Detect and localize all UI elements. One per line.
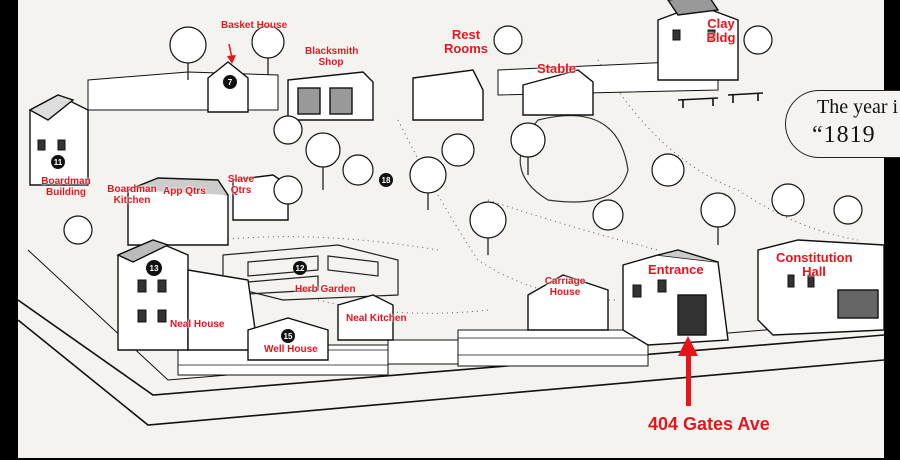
marker-text: 13	[150, 264, 159, 273]
label-herb-garden[interactable]: Herb Garden	[295, 284, 356, 295]
marker-boardman	[51, 155, 65, 169]
entrance-arrow-head	[678, 336, 698, 356]
marker-text: 11	[54, 158, 63, 167]
label-clay-bldg[interactable]: Clay Bldg	[706, 16, 736, 45]
map-drawing: 7 11 13 12 15 18	[18, 0, 884, 426]
gravel-paths	[217, 59, 859, 314]
year-banner	[785, 90, 900, 158]
buildings	[28, 0, 884, 361]
label-rest-rooms[interactable]: Rest Rooms	[443, 27, 489, 56]
marker-basket-house	[223, 75, 237, 89]
year-banner-line1: The year i	[817, 96, 899, 118]
year-banner-line2: “1819	[812, 122, 876, 148]
label-slave-qtrs[interactable]: Slave Qtrs	[227, 174, 255, 196]
trees	[63, 25, 863, 245]
street-curb-outer	[18, 319, 884, 426]
label-carriage-house[interactable]: Carriage House	[544, 276, 586, 298]
marker-text: 18	[382, 176, 391, 185]
marker-text: 15	[284, 332, 293, 341]
map-paper: 7 11 13 12 15 18	[18, 0, 884, 458]
marker-well-house	[281, 329, 295, 343]
label-well-house[interactable]: Well House	[264, 344, 318, 355]
label-address[interactable]: 404 Gates Ave	[648, 414, 770, 434]
label-neal-kitchen[interactable]: Neal Kitchen	[346, 313, 407, 324]
marker-text: 12	[296, 264, 305, 273]
label-boardman-building[interactable]: Boardman Building	[41, 176, 91, 198]
marker-herb-garden	[293, 261, 307, 275]
marker-slave-qtrs	[379, 173, 393, 187]
label-stable[interactable]: Stable	[537, 61, 577, 76]
marker-neal-house	[146, 260, 162, 276]
marker-text: 7	[228, 78, 233, 87]
label-entrance[interactable]: Entrance	[648, 262, 704, 277]
label-basket-house[interactable]: Basket House	[221, 20, 288, 31]
label-app-qtrs[interactable]: App Qtrs	[163, 186, 206, 197]
entrance-arrow-shaft	[686, 354, 691, 406]
label-boardman-kitchen[interactable]: Boardman Kitchen	[107, 184, 157, 206]
label-blacksmith-shop[interactable]: Blacksmith Shop	[305, 46, 359, 68]
label-neal-house[interactable]: Neal House	[170, 319, 225, 330]
red-arrows	[227, 43, 698, 406]
building-markers	[51, 75, 393, 343]
label-constitution-hall[interactable]: Constitution Hall	[776, 250, 853, 279]
lawn-outline	[519, 115, 629, 203]
